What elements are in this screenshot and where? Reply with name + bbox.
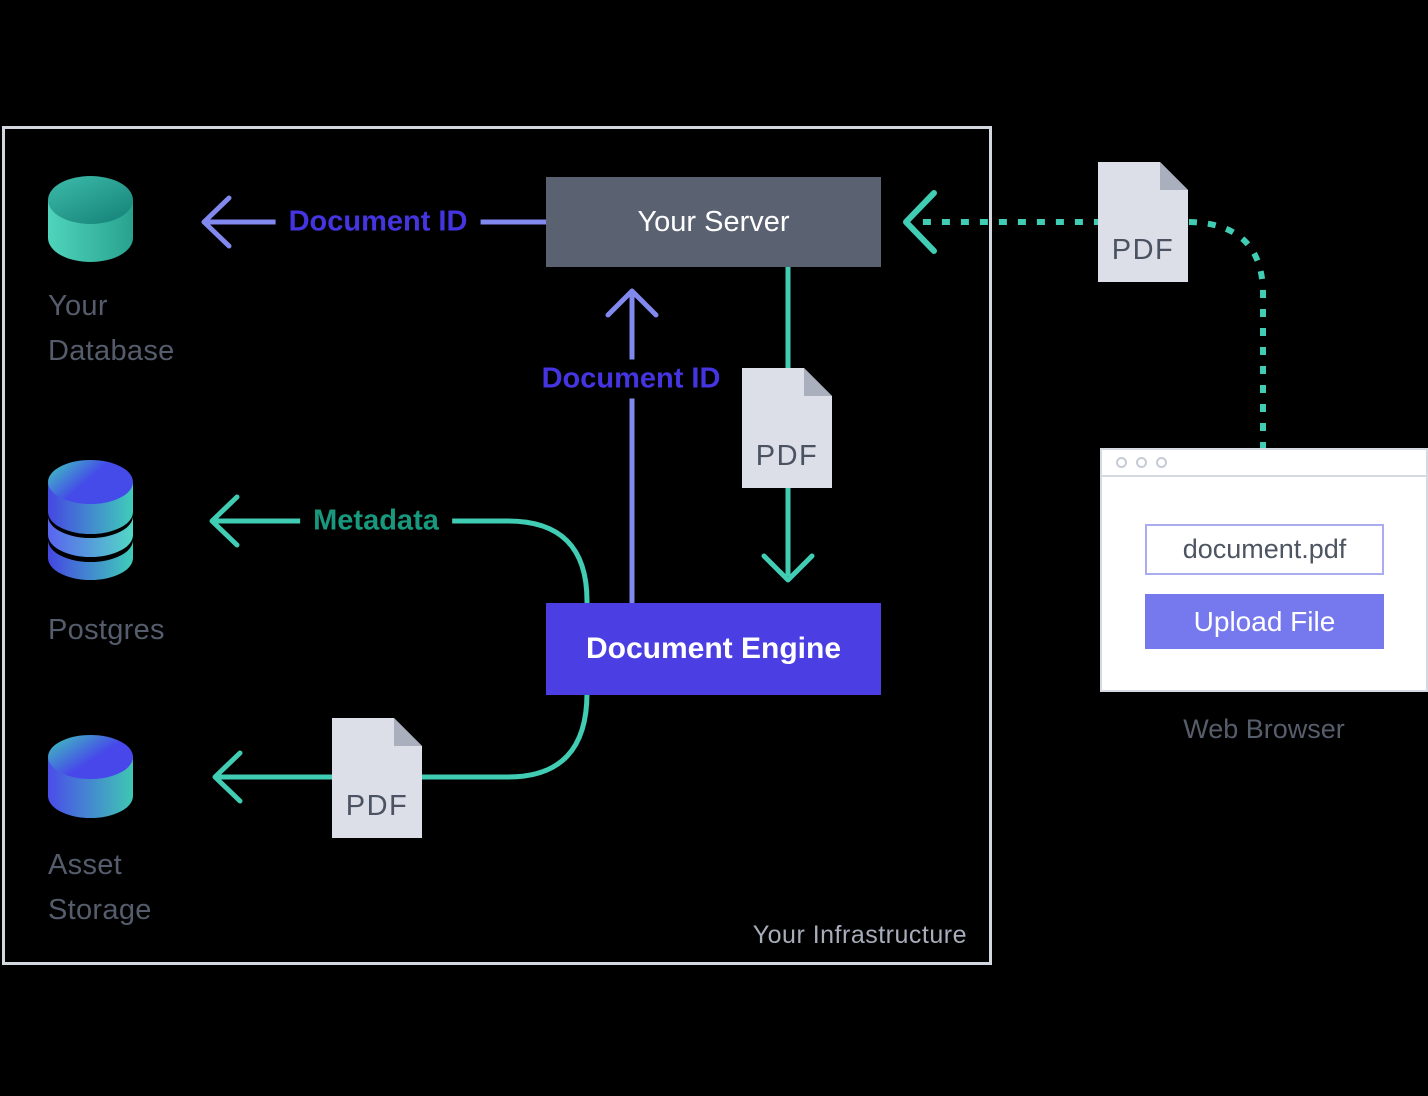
your-database-label: Your Database xyxy=(48,290,175,367)
postgres-label: Postgres xyxy=(48,614,165,646)
dotted-line-browser-to-server xyxy=(918,219,1266,450)
arrow-line-pdf-to-asset-storage xyxy=(217,692,590,780)
pdf-fold-corner-icon xyxy=(804,368,832,396)
arrowhead-down-teal-icon xyxy=(761,553,815,583)
pdf-fold-corner-icon xyxy=(1160,162,1188,190)
document-id-label-top: Document ID xyxy=(275,202,481,242)
pdf-file-center-icon: PDF xyxy=(742,368,832,488)
arrowhead-up-purple-icon xyxy=(605,288,659,318)
document-engine-node: Document Engine xyxy=(546,603,881,695)
document-engine-label: Document Engine xyxy=(585,632,841,665)
window-dot-icon xyxy=(1116,457,1127,468)
document-id-label-vertical: Document ID xyxy=(528,359,734,399)
your-server-label: Your Server xyxy=(637,205,790,238)
pdf-file-upload-icon: PDF xyxy=(1098,162,1188,282)
arrowhead-left-teal-dotted-icon xyxy=(903,190,937,254)
arrow-line-metadata-to-postgres xyxy=(214,518,590,605)
metadata-label: Metadata xyxy=(300,501,452,541)
pdf-file-bottom-icon: PDF xyxy=(332,718,422,838)
arrowhead-left-teal-asset-icon xyxy=(212,750,243,804)
arrowhead-left-purple-icon xyxy=(201,195,232,249)
filename-input[interactable] xyxy=(1145,524,1384,575)
asset-storage-label: Asset Storage xyxy=(48,849,152,926)
postgres-icon xyxy=(48,460,133,580)
window-dot-icon xyxy=(1136,457,1147,468)
window-dot-icon xyxy=(1156,457,1167,468)
your-server-node: Your Server xyxy=(546,177,881,267)
asset-storage-icon xyxy=(48,735,133,818)
infrastructure-label: Your Infrastructure xyxy=(752,921,967,949)
your-database-icon xyxy=(48,176,133,262)
web-browser-window: Upload File xyxy=(1100,448,1428,692)
upload-file-button[interactable]: Upload File xyxy=(1145,594,1384,649)
infrastructure-boundary: Your Infrastructure xyxy=(2,126,992,965)
web-browser-caption: Web Browser xyxy=(1183,714,1345,744)
browser-title-bar xyxy=(1102,450,1426,477)
pdf-fold-corner-icon xyxy=(394,718,422,746)
arrowhead-left-teal-metadata-icon xyxy=(209,494,240,548)
